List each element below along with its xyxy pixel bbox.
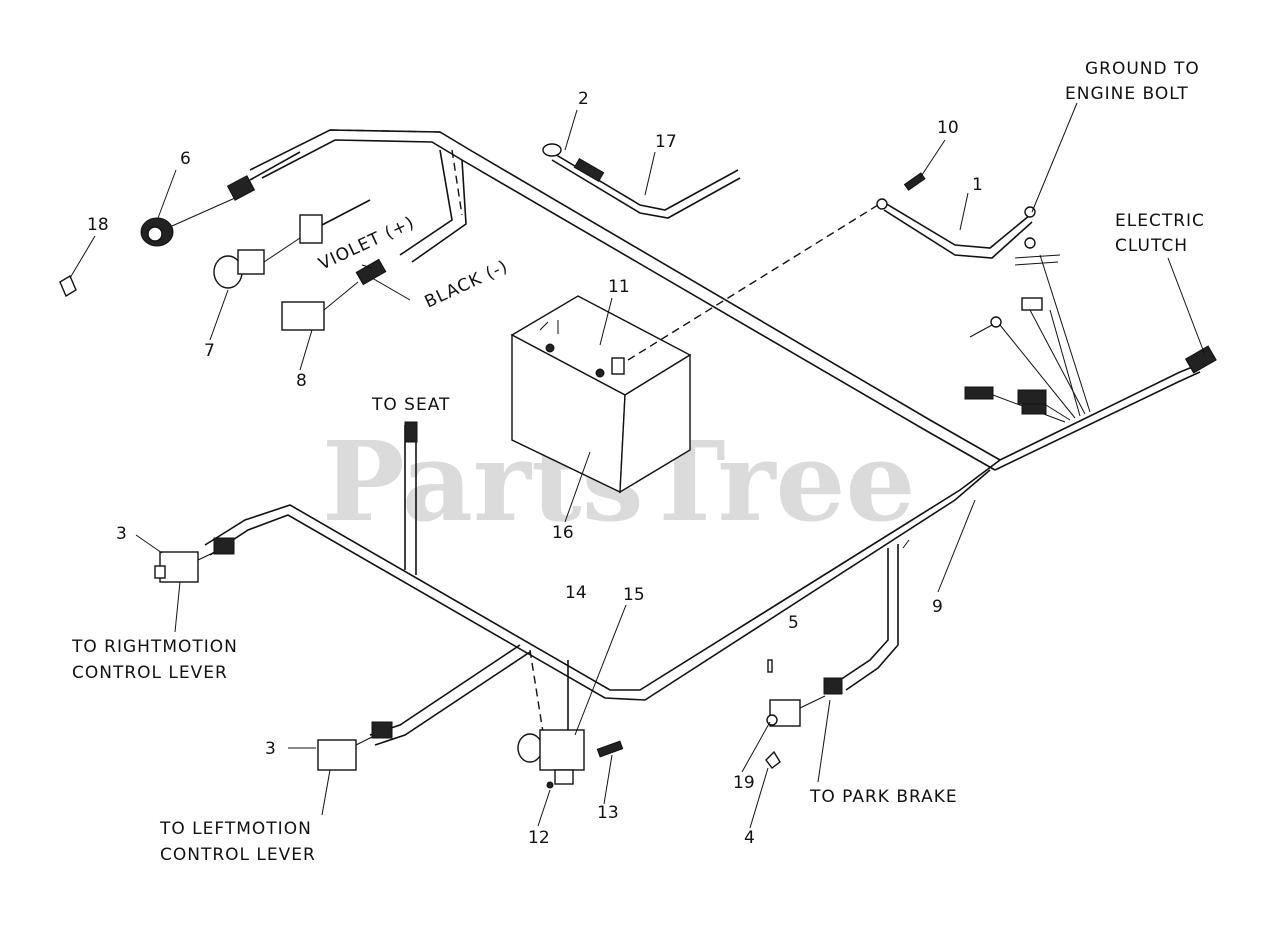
callout-4: 4 bbox=[744, 828, 755, 848]
callout-3b: 3 bbox=[265, 739, 276, 759]
part-18 bbox=[59, 274, 77, 298]
callout-1: 1 bbox=[972, 175, 983, 195]
black-label: BLACK (-) bbox=[422, 257, 512, 313]
callout-14: 14 bbox=[565, 583, 587, 603]
ground-label-line1: GROUND TO bbox=[1085, 59, 1200, 79]
callout-12: 12 bbox=[528, 828, 550, 848]
harness-terminals bbox=[964, 237, 1061, 415]
part-7 bbox=[213, 199, 371, 289]
clutch-label-line1: ELECTRIC bbox=[1115, 211, 1205, 231]
right-lever-label-line2: CONTROL LEVER bbox=[72, 663, 228, 683]
left-lever-label-line2: CONTROL LEVER bbox=[160, 845, 316, 865]
callout-11: 11 bbox=[608, 277, 630, 297]
battery-cable-17 bbox=[542, 143, 741, 219]
callout-10: 10 bbox=[937, 118, 959, 138]
callout-16: 16 bbox=[552, 523, 574, 543]
callout-17: 17 bbox=[655, 132, 677, 152]
to-seat-label: TO SEAT bbox=[371, 395, 450, 415]
connector-left-lever bbox=[317, 721, 393, 771]
callout-6: 6 bbox=[180, 149, 191, 169]
electric-clutch-connector bbox=[1184, 345, 1217, 374]
callout-9: 9 bbox=[932, 597, 943, 617]
clutch-label-line2: CLUTCH bbox=[1115, 236, 1188, 256]
ground-label-line2: ENGINE BOLT bbox=[1065, 84, 1189, 104]
callout-2: 2 bbox=[578, 89, 589, 109]
left-lever-label-line1: TO LEFTMOTION bbox=[159, 819, 312, 839]
callout-7: 7 bbox=[204, 341, 215, 361]
park-brake-switch bbox=[765, 659, 843, 769]
right-lever-label-line1: TO RIGHTMOTION bbox=[71, 637, 238, 657]
key-switch bbox=[140, 151, 301, 247]
callout-13: 13 bbox=[597, 803, 619, 823]
callout-5: 5 bbox=[788, 613, 799, 633]
violet-label: VIOLET (+) bbox=[316, 213, 418, 275]
seat-connector bbox=[404, 421, 418, 443]
bolt-10 bbox=[903, 172, 926, 191]
callout-18: 18 bbox=[87, 215, 109, 235]
switch-15 bbox=[517, 729, 624, 789]
main-harness-upper bbox=[249, 129, 1206, 471]
park-brake-label: TO PARK BRAKE bbox=[809, 787, 958, 807]
callout-8: 8 bbox=[296, 371, 307, 391]
battery bbox=[510, 295, 692, 494]
callout-numbers: 10 1 2 17 6 18 7 8 11 16 3 3 14 15 9 5 1… bbox=[87, 89, 983, 848]
callout-15: 15 bbox=[623, 585, 645, 605]
callout-19: 19 bbox=[733, 773, 755, 793]
part-8 bbox=[281, 258, 387, 331]
callout-3a: 3 bbox=[116, 524, 127, 544]
leader-lines bbox=[69, 102, 1206, 829]
connector-right-lever bbox=[154, 537, 235, 583]
